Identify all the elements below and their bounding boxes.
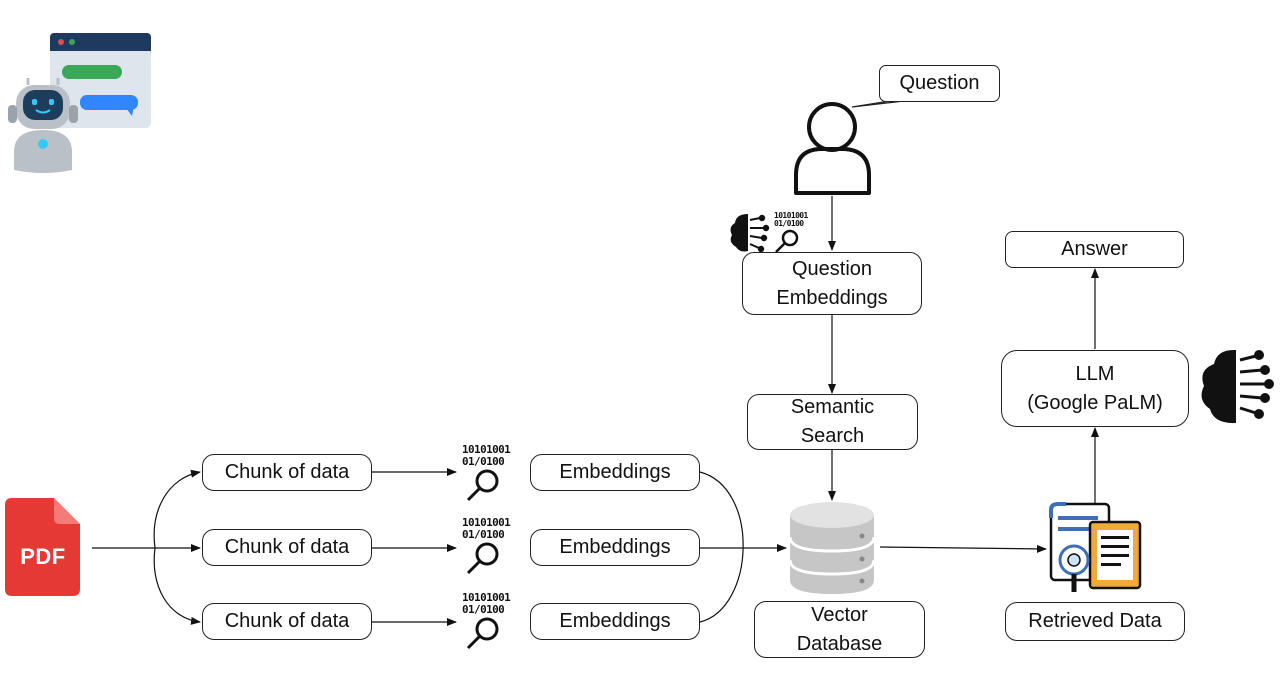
vector-database-node: Vector Database	[754, 601, 925, 658]
node-label: Answer	[1061, 238, 1128, 260]
node-label: Embeddings	[559, 461, 671, 483]
question-callout-label: Question	[899, 72, 980, 94]
node-label: Chunk of data	[224, 610, 350, 632]
binary-digits: 10101001	[774, 211, 808, 220]
embeddings-node: Embeddings	[530, 529, 700, 566]
binary-digits: 10101001	[462, 516, 511, 529]
node-label: Retrieved Data	[1028, 610, 1162, 632]
embeddings-node: Embeddings	[530, 454, 700, 491]
binary-digits: 10101001	[462, 443, 511, 456]
retrieved-data-node: Retrieved Data	[1005, 602, 1185, 641]
node-label-line: Vector	[811, 603, 868, 626]
brain-icon	[730, 214, 770, 253]
answer-node: Answer	[1005, 231, 1184, 268]
node-label-line: LLM	[1075, 362, 1115, 385]
binary-digits: 01/0100	[462, 603, 505, 616]
binary-search-icon	[466, 617, 499, 650]
chunk-node: Chunk of data	[202, 454, 372, 491]
chunk-node: Chunk of data	[202, 529, 372, 566]
binary-digits: 10101001	[462, 591, 511, 604]
llm-node: LLM (Google PaLM)	[1001, 350, 1189, 427]
binary-digits: 01/0100	[462, 455, 505, 468]
question-embeddings-node: Question Embeddings	[742, 252, 922, 315]
question-callout: Question	[879, 65, 1000, 102]
brain-icon	[1201, 349, 1274, 424]
retrieved-documents-icon	[1049, 502, 1142, 592]
user-icon	[794, 102, 871, 195]
pdf-label: PDF	[20, 544, 66, 569]
semantic-search-node: Semantic Search	[747, 394, 918, 450]
node-label-line: Question	[791, 257, 873, 280]
callout-tail	[851, 100, 905, 108]
binary-search-icon	[775, 229, 799, 253]
binary-search-icon	[466, 542, 499, 575]
node-label: Embeddings	[559, 610, 671, 632]
pdf-file-icon	[5, 498, 80, 596]
node-label: Chunk of data	[224, 536, 350, 558]
chunk-node: Chunk of data	[202, 603, 372, 640]
node-label-line: Search	[800, 425, 865, 447]
connectors	[92, 196, 1099, 626]
node-label-line: Semantic	[790, 396, 875, 418]
node-label: Embeddings	[559, 536, 671, 558]
node-label-line: Database	[796, 632, 883, 655]
database-icon	[788, 502, 876, 594]
binary-digits: 01/0100	[774, 219, 804, 228]
node-label: Chunk of data	[224, 461, 350, 483]
binary-search-icon	[466, 469, 499, 502]
binary-digits: 01/0100	[462, 528, 505, 541]
node-label-line: (Google PaLM)	[1027, 391, 1163, 414]
node-label-line: Embeddings	[776, 286, 888, 309]
chatbot-icon	[8, 33, 151, 173]
embeddings-node: Embeddings	[530, 603, 700, 640]
